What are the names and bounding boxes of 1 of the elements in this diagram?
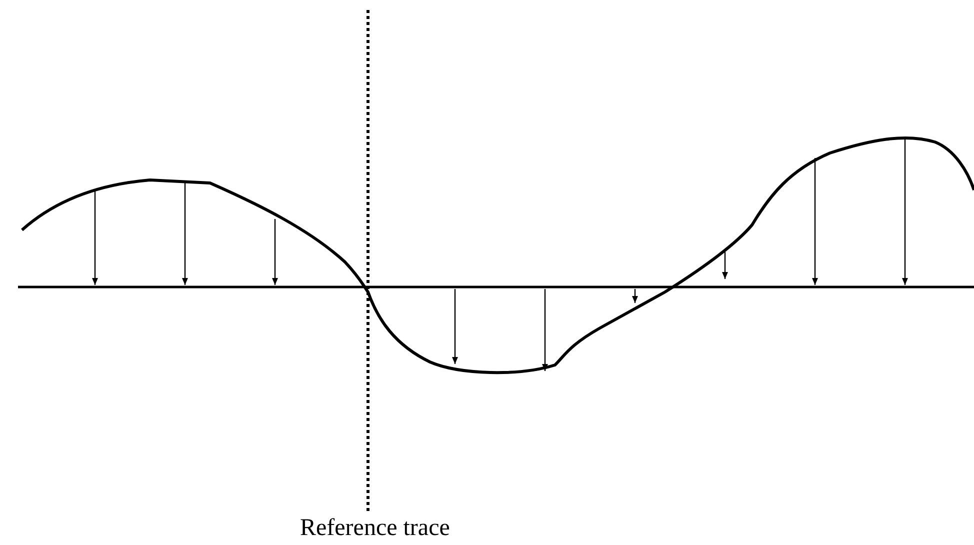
trace-label: Reference trace — [300, 515, 450, 542]
